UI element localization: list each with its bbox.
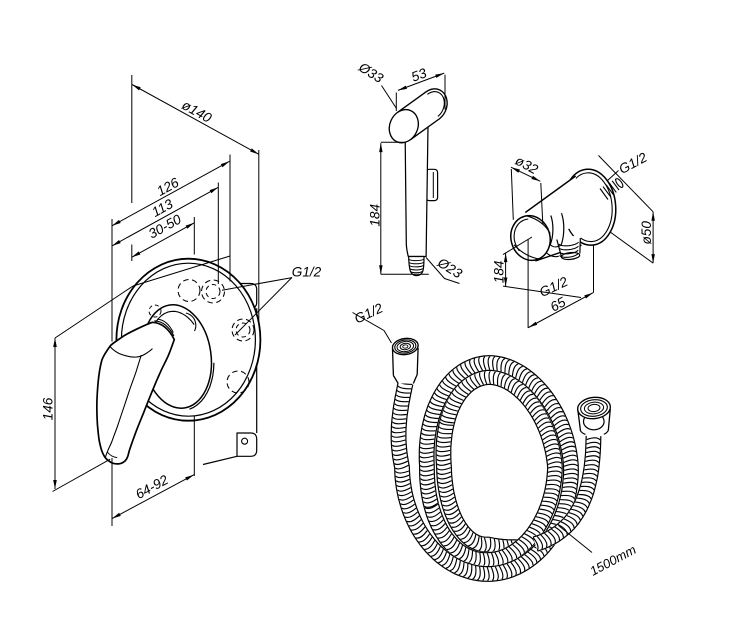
svg-text:53: 53 xyxy=(409,65,429,85)
svg-text:G1/2: G1/2 xyxy=(292,265,322,280)
svg-text:65: 65 xyxy=(548,294,569,315)
svg-text:146: 146 xyxy=(41,397,56,420)
svg-text:184: 184 xyxy=(368,204,383,227)
svg-text:ø50: ø50 xyxy=(639,221,654,245)
svg-text:184: 184 xyxy=(492,260,507,283)
